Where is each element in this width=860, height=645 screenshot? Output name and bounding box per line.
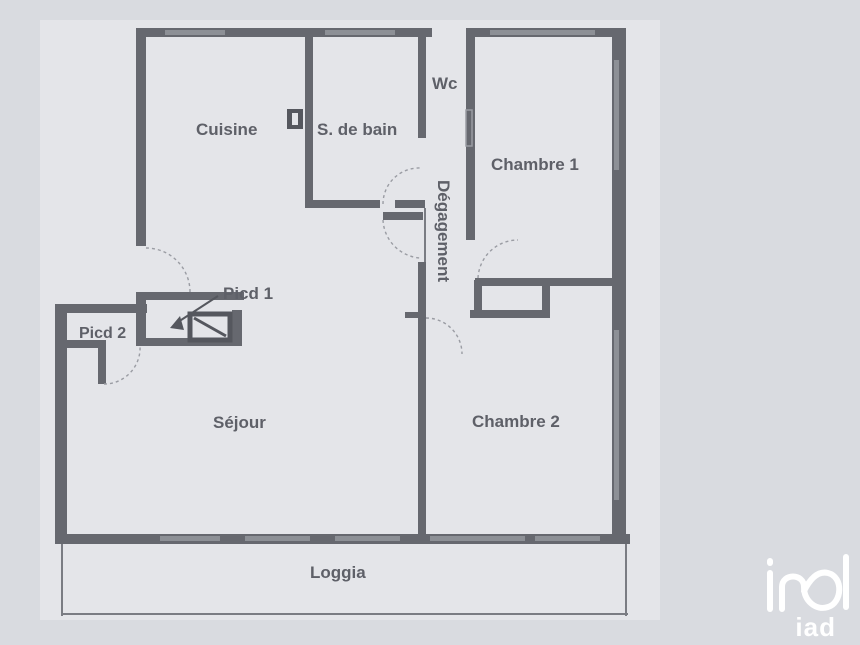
wall-left-kitchen xyxy=(136,28,146,246)
door-arc-chambre2 xyxy=(425,317,463,355)
iad-logo-text: iad xyxy=(795,612,836,642)
window-bottom-4 xyxy=(430,536,525,541)
window-bottom-3 xyxy=(335,536,400,541)
loggia xyxy=(61,544,628,616)
wall-placard2-bottom xyxy=(62,340,102,348)
wall-chambre2-top xyxy=(470,310,550,318)
paper-light-area xyxy=(40,20,660,620)
label-loggia: Loggia xyxy=(310,563,366,582)
window-bottom-5 xyxy=(535,536,600,541)
label-chambre-2: Chambre 2 xyxy=(472,412,560,431)
label-salle-de-bain: S. de bain xyxy=(317,120,397,139)
label-degagement: Dégagement xyxy=(434,180,453,282)
wall-sdb-wc xyxy=(418,28,426,138)
window-top-2 xyxy=(325,30,395,35)
label-placard-1: Picd 1 xyxy=(223,284,273,303)
window-top-1 xyxy=(165,30,225,35)
wall-placard2-top xyxy=(55,304,147,313)
kitchen-duct-inner xyxy=(292,113,298,125)
electric-panel-diagonal xyxy=(193,316,227,338)
window-right-2 xyxy=(614,330,619,500)
wc-door-frame xyxy=(465,109,473,147)
door-arc-sdb xyxy=(382,167,421,205)
door-arc-corridor xyxy=(382,219,421,259)
wall-corridor-stub xyxy=(383,212,423,220)
wall-sejour-right xyxy=(418,262,426,542)
label-wc: Wc xyxy=(432,74,458,93)
label-sejour: Séjour xyxy=(213,413,266,432)
entrance-arrow-line xyxy=(177,295,219,323)
door-arc-chambre1 xyxy=(477,239,519,279)
window-bottom-2 xyxy=(245,536,310,541)
wall-placard2-jamb xyxy=(98,340,106,384)
wall-top-left xyxy=(136,28,432,37)
wall-sdb-left xyxy=(305,28,313,208)
electric-panel-icon xyxy=(187,311,233,343)
wall-sdb-bottom xyxy=(305,200,380,208)
wall-chambre2-door-jamb xyxy=(474,280,482,316)
door-arc-placard2 xyxy=(103,345,141,385)
wall-chambre1-bottom xyxy=(475,278,615,286)
wall-placard1-left xyxy=(136,292,146,344)
label-cuisine: Cuisine xyxy=(196,120,257,139)
window-right-1 xyxy=(614,60,619,170)
wall-sdb-bottom-stub xyxy=(395,200,425,208)
label-placard-2: Picd 2 xyxy=(79,325,126,342)
wall-corridor-jamb xyxy=(405,312,425,318)
label-chambre-1: Chambre 1 xyxy=(491,155,579,174)
window-bottom-1 xyxy=(160,536,220,541)
wall-chambre2-notch-v xyxy=(542,286,550,316)
wall-hall-stub xyxy=(150,294,198,298)
wall-left-sejour xyxy=(55,304,67,544)
windows xyxy=(160,30,619,541)
wall-chambre1-left xyxy=(466,28,475,240)
door-swings xyxy=(103,167,519,385)
fixtures xyxy=(170,109,473,343)
wall-placard1-right xyxy=(232,310,242,346)
window-top-3 xyxy=(490,30,595,35)
iad-logo-icon xyxy=(767,554,849,612)
door-arc-entrance xyxy=(145,247,191,293)
